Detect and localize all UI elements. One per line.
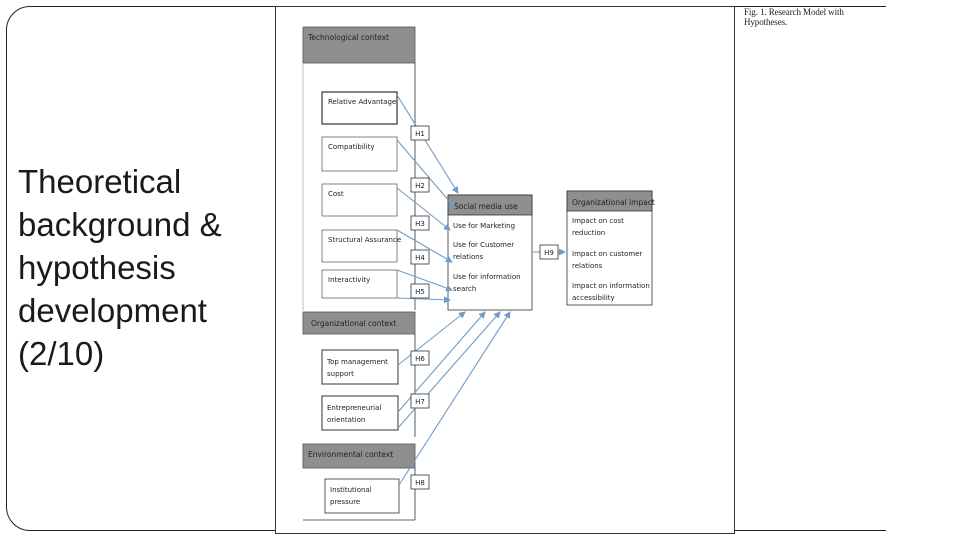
organizational-impact-item: Impact on cost: [572, 217, 624, 225]
organizational-impact-header: [566, 190, 653, 212]
arrow-h4a: [396, 229, 453, 263]
organizational-impact-item: Impact on customer: [572, 250, 642, 258]
arrow-h5a: [396, 269, 453, 292]
arrow-h1: [396, 94, 459, 194]
arrow-h5b: [396, 296, 451, 304]
technological-context-title: Technological context: [307, 33, 389, 42]
technological-factor-box: [321, 183, 398, 217]
hypothesis-h3-label: H3: [415, 220, 425, 228]
hypothesis-h7-label: H7: [415, 398, 425, 406]
organizational-impact-item: accessibility: [572, 294, 615, 302]
organizational-factor-label: Entrepreneurial: [327, 404, 381, 412]
environmental-factor-box: [324, 478, 400, 514]
social-media-use-item: Use for Customer: [453, 241, 514, 249]
hypothesis-h8-label: H8: [415, 479, 425, 487]
arrow-h7b: [397, 311, 501, 429]
arrow-h3a: [396, 187, 451, 231]
hypothesis-h6-label: H6: [415, 355, 425, 363]
figure-caption: Fig. 1. Research Model with Hypotheses.: [744, 7, 844, 27]
organizational-impact-item: reduction: [572, 229, 605, 237]
hypothesis-h9-label: H9: [544, 249, 554, 257]
social-media-use-title: Social media use: [454, 202, 518, 211]
technological-factor-label: Cost: [328, 190, 344, 198]
organizational-context-title: Organizational context: [311, 319, 396, 328]
hypothesis-h5: [410, 283, 430, 299]
social-media-use-header: [447, 194, 533, 216]
organizational-factor-label: Top management: [326, 358, 388, 366]
slide-title: Theoretical background & hypothesis deve…: [18, 163, 222, 372]
organizational-impact-item: relations: [572, 262, 603, 270]
social-media-use-item: Use for Marketing: [453, 222, 515, 230]
organizational-factor-label: support: [327, 370, 354, 378]
hypothesis-h1: [410, 125, 430, 141]
right-margin: [886, 6, 953, 531]
organizational-impact-title: Organizational impact: [572, 198, 655, 207]
technological-factor-label: Structural Assurance: [328, 236, 401, 244]
technological-factor-label: Compatibility: [328, 143, 375, 151]
technological-factor-label: Interactivity: [328, 276, 370, 284]
social-media-use-item: Use for information: [453, 273, 521, 281]
organizational-factor-box: [321, 395, 399, 431]
hypothesis-h2: [410, 177, 430, 193]
technological-factor-box: [321, 269, 398, 299]
arrow-h6: [397, 311, 466, 366]
hypothesis-h4: [410, 249, 430, 265]
technological-factor-box: [321, 136, 398, 172]
social-media-use-item: search: [453, 285, 476, 293]
technological-factor-box: [321, 229, 398, 263]
environmental-context-header: [302, 443, 416, 469]
technological-factor-box: [321, 91, 398, 125]
organizational-factor-label: orientation: [327, 416, 365, 424]
hypothesis-h9: [539, 244, 559, 260]
arrow-h8: [398, 311, 511, 486]
hypothesis-h1-label: H1: [415, 130, 425, 138]
environmental-factor-label: pressure: [330, 498, 360, 506]
hypothesis-h5-label: H5: [415, 288, 425, 296]
arrow-h2: [396, 139, 456, 209]
technological-factor-label: Relative Advantage: [328, 98, 396, 106]
hypothesis-h7: [410, 393, 430, 409]
organizational-factor-box: [321, 349, 399, 385]
environmental-factor-label: Institutional: [330, 486, 372, 494]
hypothesis-h8: [410, 474, 430, 490]
hypothesis-h3: [410, 215, 430, 231]
technological-context-header: [302, 26, 416, 64]
environmental-context-title: Environmental context: [308, 450, 393, 459]
organizational-context-header: [302, 311, 416, 335]
hypothesis-h4-label: H4: [415, 254, 425, 262]
hypothesis-h6: [410, 350, 430, 366]
hypothesis-h2-label: H2: [415, 182, 425, 190]
organizational-impact-item: Impact on information: [572, 282, 650, 290]
social-media-use-item: relations: [453, 253, 484, 261]
